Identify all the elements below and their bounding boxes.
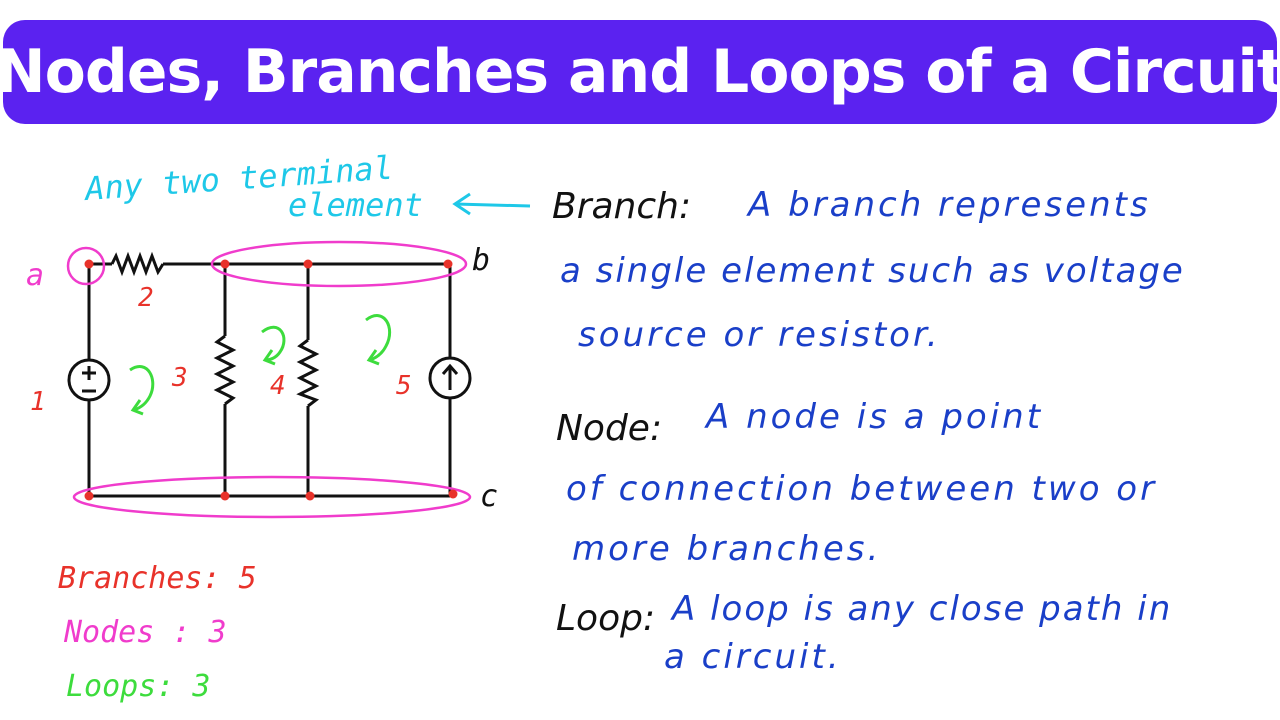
node-term: Node:: [556, 408, 662, 449]
loop-arrow-2: [261, 325, 286, 366]
node-highlights: [66, 240, 472, 519]
branch-number-4: 4: [270, 371, 286, 401]
annotation-arrow: [452, 192, 531, 216]
summary-branches: Branches: 5: [58, 561, 257, 596]
resistor-3: [213, 334, 237, 406]
branch-number-2: 2: [138, 283, 154, 313]
summary-loops: Loops: 3: [66, 669, 211, 704]
annotation: Any two terminal element: [82, 149, 423, 224]
node-dots: [84, 259, 458, 501]
summary: Branches: 5 Nodes : 3 Loops: 3: [58, 561, 257, 704]
summary-nodes: Nodes : 3: [63, 615, 227, 650]
node-a-highlight: [66, 246, 106, 286]
node-b-highlight: [210, 240, 468, 288]
node-label-b: b: [472, 243, 490, 278]
node-label-a: a: [26, 258, 44, 293]
loop-arrow-1: [129, 365, 155, 416]
branch-def-line-3: source or resistor.: [578, 315, 941, 355]
loop-arrows: [129, 314, 392, 416]
node-c-highlight: [72, 475, 472, 519]
loop-def-line-2: a circuit.: [664, 637, 842, 677]
loop-def-line-1: A loop is any close path in: [670, 589, 1172, 629]
branch-number-1: 1: [30, 387, 46, 417]
node-label-c: c: [480, 479, 498, 514]
branch-number-3: 3: [171, 363, 188, 393]
title-banner: Nodes, Branches and Loops of a Circuit: [0, 20, 1280, 124]
branch-term: Branch:: [552, 186, 691, 227]
branch-def-line-2: a single element such as voltage: [560, 251, 1185, 291]
page-title: Nodes, Branches and Loops of a Circuit: [0, 37, 1280, 107]
node-labels: a b c: [26, 243, 498, 514]
current-source: [428, 356, 472, 400]
voltage-source: [67, 358, 111, 402]
branch-def-line-1: A branch represents: [746, 185, 1151, 225]
branch-numbers: 1 2 3 4 5: [30, 283, 412, 417]
definitions: Branch: A branch represents a single ele…: [552, 185, 1185, 677]
loop-arrow-3: [365, 314, 392, 366]
resistor-4: [296, 338, 320, 408]
node-def-line-1: A node is a point: [704, 397, 1043, 437]
annotation-line-2: element: [288, 186, 423, 224]
node-def-line-3: more branches.: [572, 529, 881, 569]
loop-term: Loop:: [556, 598, 655, 639]
branch-number-5: 5: [396, 371, 412, 401]
node-def-line-2: of connection between two or: [566, 469, 1157, 509]
resistor-2: [110, 251, 165, 277]
